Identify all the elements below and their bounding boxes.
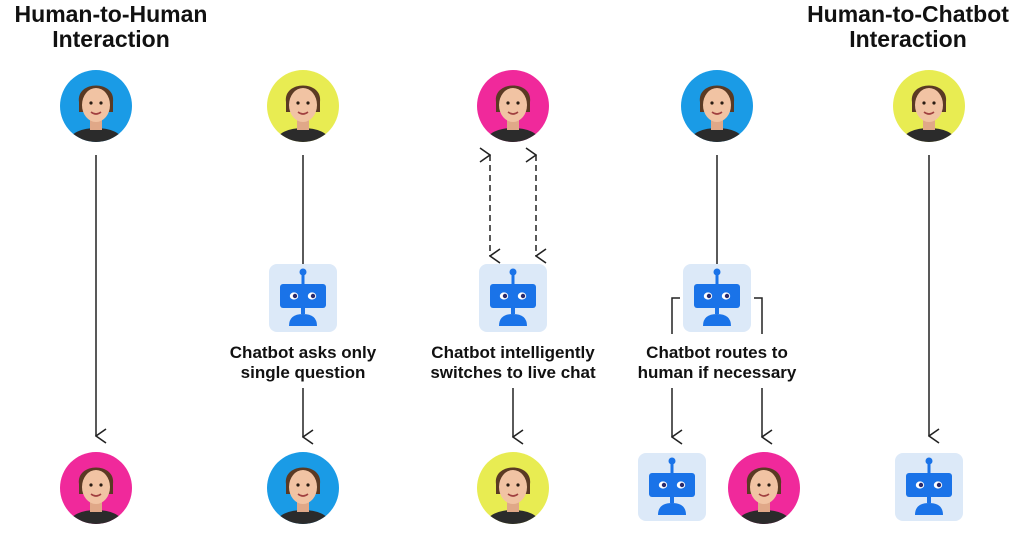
title-human-to-chatbot: Human-to-Chatbot Interaction	[792, 2, 1024, 52]
caption-switches-live-chat: Chatbot intelligently switches to live c…	[413, 343, 613, 383]
caption-line-2: human if necessary	[637, 363, 797, 382]
avatar-bottom-col2	[267, 452, 339, 524]
avatar-top-col1	[60, 70, 132, 142]
title-line-2: Interaction	[52, 26, 170, 52]
avatar-bottom-col3	[477, 452, 549, 524]
avatar-top-col5	[893, 70, 965, 142]
title-line-1: Human-to-Human	[14, 1, 208, 27]
caption-line-2: single question	[240, 363, 366, 382]
caption-single-question: Chatbot asks only single question	[213, 343, 393, 383]
chatbot-robot-icon	[681, 262, 753, 334]
title-human-to-human: Human-to-Human Interaction	[0, 2, 222, 52]
caption-line-1: Chatbot asks only	[229, 343, 377, 362]
avatar-bottom-col1	[60, 452, 132, 524]
title-line-1: Human-to-Chatbot	[807, 1, 1009, 27]
caption-routes-to-human: Chatbot routes to human if necessary	[627, 343, 807, 383]
avatar-top-col3	[477, 70, 549, 142]
chatbot-robot-icon	[267, 262, 339, 334]
bracket-left	[671, 297, 680, 334]
chatbot-robot-icon	[477, 262, 549, 334]
caption-line-1: Chatbot routes to	[646, 343, 788, 362]
chatbot-robot-icon	[893, 451, 965, 523]
avatar-bottom-col4	[728, 452, 800, 524]
chatbot-robot-icon	[636, 451, 708, 523]
caption-line-2: switches to live chat	[430, 363, 596, 382]
caption-line-1: Chatbot intelligently	[431, 343, 595, 362]
avatar-top-col2	[267, 70, 339, 142]
title-line-2: Interaction	[849, 26, 967, 52]
avatar-top-col4	[681, 70, 753, 142]
bracket-right	[754, 297, 763, 334]
